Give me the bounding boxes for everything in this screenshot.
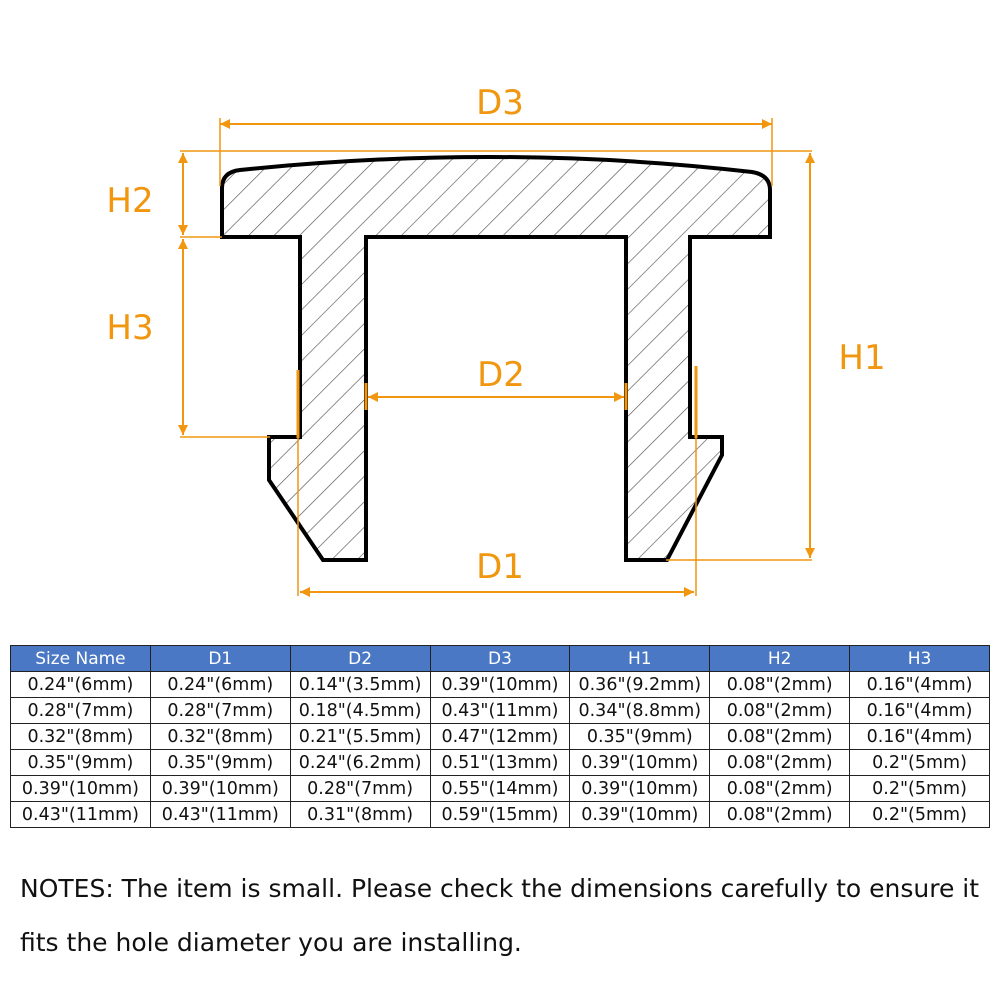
label-h1: H1 xyxy=(838,338,885,378)
cell-d3: 0.39"(10mm) xyxy=(429,671,571,698)
cell-d1: 0.24"(6mm) xyxy=(149,671,291,698)
cell-d2: 0.18"(4.5mm) xyxy=(289,697,431,724)
cell-h3: 0.16"(4mm) xyxy=(849,723,990,750)
col-h2: H2 xyxy=(709,645,851,672)
cell-h3: 0.16"(4mm) xyxy=(849,671,990,698)
cell-h3: 0.16"(4mm) xyxy=(849,697,990,724)
cell-size-name: 0.32"(8mm) xyxy=(10,723,151,750)
cell-h2: 0.08"(2mm) xyxy=(709,697,851,724)
cell-h1: 0.39"(10mm) xyxy=(569,749,711,776)
cell-d3: 0.47"(12mm) xyxy=(429,723,571,750)
dimension-arrows xyxy=(178,119,815,597)
face-markers xyxy=(296,366,698,438)
cell-h2: 0.08"(2mm) xyxy=(709,775,851,802)
cell-d3: 0.51"(13mm) xyxy=(429,749,571,776)
cell-d1: 0.28"(7mm) xyxy=(149,697,291,724)
cell-size-name: 0.39"(10mm) xyxy=(10,775,151,802)
cell-h2: 0.08"(2mm) xyxy=(709,801,851,828)
plug-cross-section-diagram: D3 H2 H3 H1 D2 D1 xyxy=(106,83,886,597)
table-row: 0.39"(10mm) 0.39"(10mm) 0.28"(7mm) 0.55"… xyxy=(10,775,990,802)
cell-size-name: 0.43"(11mm) xyxy=(10,801,151,828)
cell-d3: 0.43"(11mm) xyxy=(429,697,571,724)
cell-d1: 0.35"(9mm) xyxy=(149,749,291,776)
table-header-row: Size Name D1 D2 D3 H1 H2 H3 xyxy=(10,645,990,672)
cell-d1: 0.43"(11mm) xyxy=(149,801,291,828)
cell-h1: 0.39"(10mm) xyxy=(569,801,711,828)
cell-d2: 0.28"(7mm) xyxy=(289,775,431,802)
cell-d2: 0.31"(8mm) xyxy=(289,801,431,828)
label-d2: D2 xyxy=(477,355,525,395)
size-spec-table: Size Name D1 D2 D3 H1 H2 H3 0.24"(6mm) 0… xyxy=(10,645,990,828)
cell-d3: 0.55"(14mm) xyxy=(429,775,571,802)
cell-h1: 0.34"(8.8mm) xyxy=(569,697,711,724)
cell-d3: 0.59"(15mm) xyxy=(429,801,571,828)
label-d1: D1 xyxy=(476,547,524,587)
col-h3: H3 xyxy=(849,645,990,672)
col-size-name: Size Name xyxy=(10,645,151,672)
cell-d2: 0.14"(3.5mm) xyxy=(289,671,431,698)
cell-h3: 0.2"(5mm) xyxy=(849,801,990,828)
label-h2: H2 xyxy=(106,181,153,221)
table-row: 0.43"(11mm) 0.43"(11mm) 0.31"(8mm) 0.59"… xyxy=(10,801,990,828)
col-d2: D2 xyxy=(289,645,431,672)
notes-text: NOTES: The item is small. Please check t… xyxy=(20,874,980,957)
table-row: 0.28"(7mm) 0.28"(7mm) 0.18"(4.5mm) 0.43"… xyxy=(10,697,990,724)
cell-h3: 0.2"(5mm) xyxy=(849,775,990,802)
col-h1: H1 xyxy=(569,645,711,672)
cell-d1: 0.32"(8mm) xyxy=(149,723,291,750)
cell-h1: 0.35"(9mm) xyxy=(569,723,711,750)
col-d1: D1 xyxy=(149,645,291,672)
cell-h1: 0.39"(10mm) xyxy=(569,775,711,802)
col-d3: D3 xyxy=(429,645,571,672)
cell-d2: 0.24"(6.2mm) xyxy=(289,749,431,776)
table-row: 0.24"(6mm) 0.24"(6mm) 0.14"(3.5mm) 0.39"… xyxy=(10,671,990,698)
label-d3: D3 xyxy=(476,83,524,123)
cell-h2: 0.08"(2mm) xyxy=(709,749,851,776)
plug-profile xyxy=(220,154,772,562)
cell-size-name: 0.24"(6mm) xyxy=(10,671,151,698)
cell-size-name: 0.28"(7mm) xyxy=(10,697,151,724)
label-h3: H3 xyxy=(106,308,153,348)
cell-h2: 0.08"(2mm) xyxy=(709,723,851,750)
cell-h3: 0.2"(5mm) xyxy=(849,749,990,776)
cell-size-name: 0.35"(9mm) xyxy=(10,749,151,776)
cell-h1: 0.36"(9.2mm) xyxy=(569,671,711,698)
cell-d1: 0.39"(10mm) xyxy=(149,775,291,802)
cell-d2: 0.21"(5.5mm) xyxy=(289,723,431,750)
table-row: 0.35"(9mm) 0.35"(9mm) 0.24"(6.2mm) 0.51"… xyxy=(10,749,990,776)
cell-h2: 0.08"(2mm) xyxy=(709,671,851,698)
table-row: 0.32"(8mm) 0.32"(8mm) 0.21"(5.5mm) 0.47"… xyxy=(10,723,990,750)
